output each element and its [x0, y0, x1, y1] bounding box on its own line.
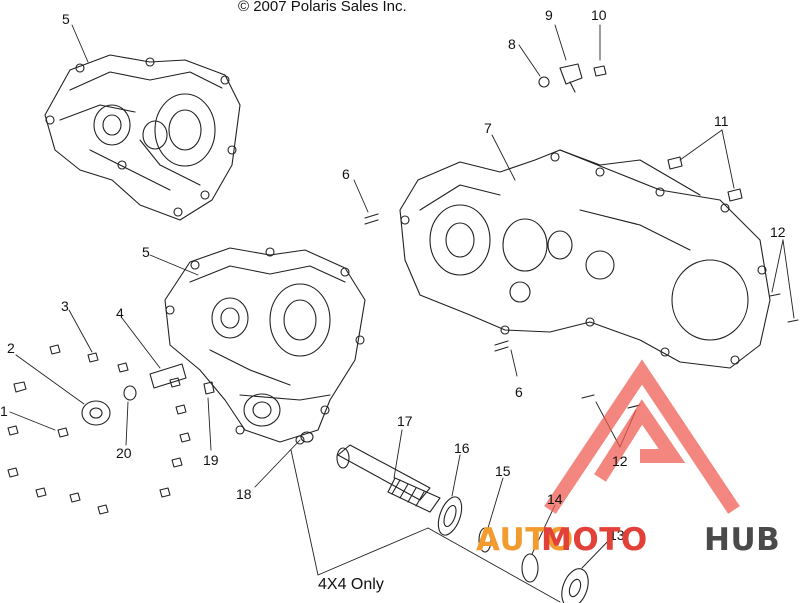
callout-15: 15 [495, 463, 511, 479]
callout-2: 2 [7, 340, 15, 356]
watermark-logo [544, 359, 740, 514]
callout-6-upper: 6 [342, 166, 350, 182]
callout-9: 9 [545, 7, 553, 23]
callout-1: 1 [0, 403, 8, 419]
callout-6-lower: 6 [515, 384, 523, 400]
case-cover [399, 149, 771, 369]
callout-19: 19 [203, 452, 219, 468]
callout-3: 3 [61, 298, 69, 314]
callout-11: 11 [714, 113, 729, 129]
caption-4x4-only: 4X4 Only [318, 576, 384, 593]
callout-16: 16 [454, 440, 470, 456]
callout-7: 7 [484, 120, 492, 136]
callout-20: 20 [116, 445, 132, 461]
callout-12-right: 12 [770, 224, 786, 240]
shaft-assembly [300, 431, 441, 513]
housing-upper [44, 54, 241, 221]
watermark-auto: AUTO [476, 522, 574, 558]
watermark-hub: HUB [704, 522, 781, 558]
callout-4: 4 [116, 305, 124, 321]
seals [437, 496, 589, 603]
callout-18: 18 [236, 486, 252, 502]
callout-5-upper: 5 [62, 11, 70, 27]
leader-lines [9, 24, 795, 603]
housing-lower [164, 247, 366, 445]
copyright-text: © 2007 Polaris Sales Inc. [238, 0, 407, 15]
callout-14: 14 [547, 491, 563, 507]
callout-12-lower: 12 [612, 453, 628, 469]
callout-10: 10 [591, 7, 607, 23]
callout-17: 17 [397, 413, 413, 429]
watermark-moto: MOTO [541, 522, 648, 558]
callout-13: 13 [609, 527, 625, 543]
bolts-left [7, 344, 215, 515]
callout-8: 8 [508, 36, 516, 52]
callout-5-lower: 5 [142, 244, 150, 260]
small-parts [364, 63, 799, 409]
